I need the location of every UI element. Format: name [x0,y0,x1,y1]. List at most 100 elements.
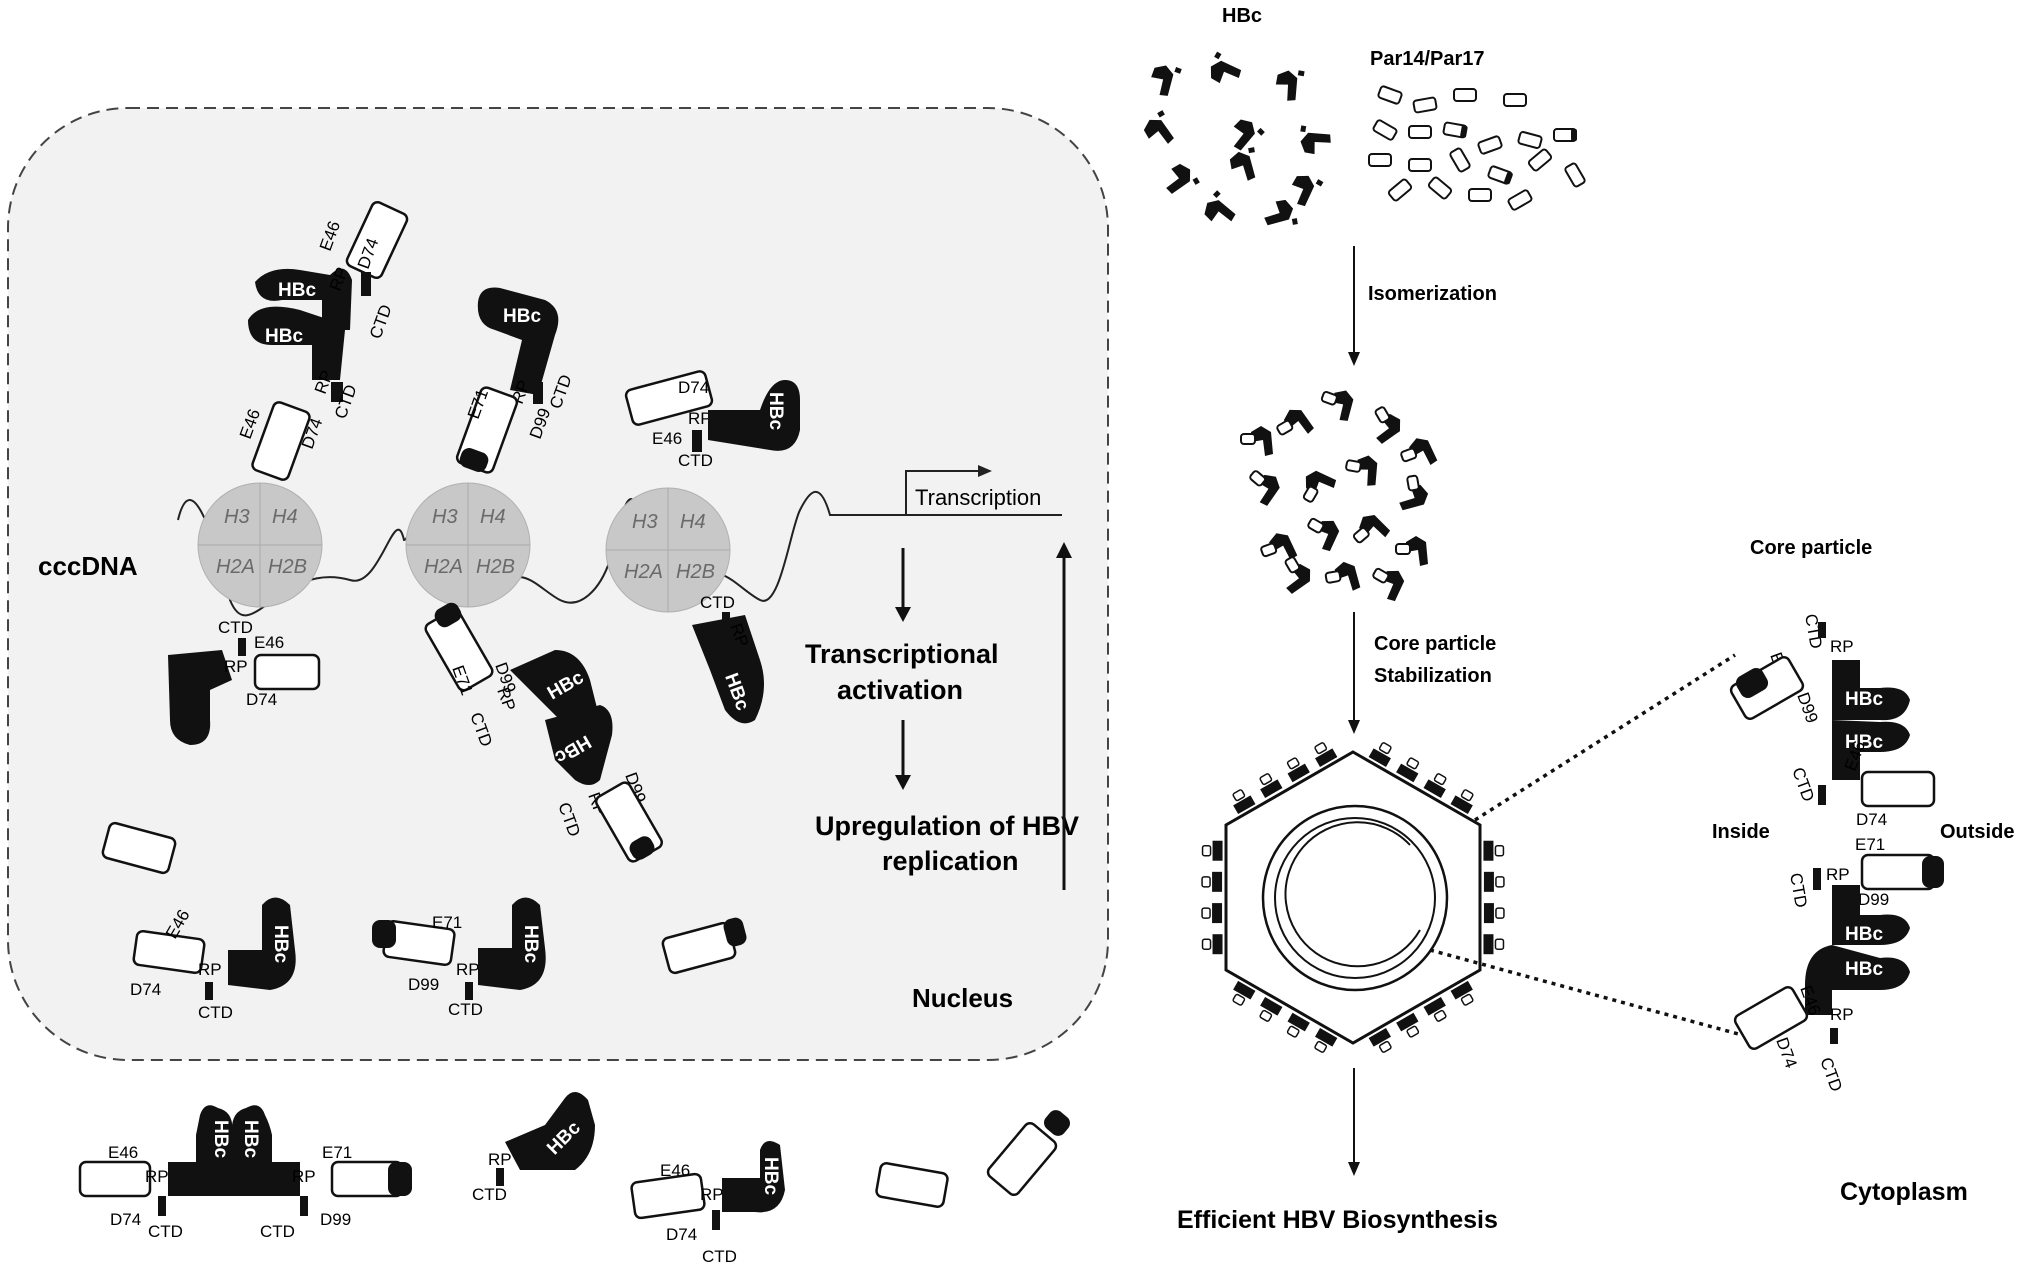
par-pool-label: Par14/Par17 [1370,48,1485,70]
histone-h2a: H2A [624,561,663,583]
capsid-subunit-glyph [1483,903,1505,924]
hbc-monomer-glyph [1229,147,1256,181]
par-glyph [1517,131,1543,149]
capsid-subunit-glyph [1201,903,1223,924]
hbc-monomer [248,306,345,380]
nucleosome-1: H3 H4 H2A H2B [197,482,323,608]
hbc-label: HBc [278,280,316,301]
capsid-subunit-glyph [1232,980,1256,1006]
zoom-line-top [1474,653,1736,822]
par-glyph [1449,147,1471,173]
isomerized-complex-glyph [1374,406,1401,444]
cccdna-label: cccDNA [38,551,138,581]
svg-text:D99: D99 [408,975,439,994]
core-particle-label: Core particle [1750,537,1872,559]
cytoplasm-free-hbc: HBc RP CTD [472,1091,595,1204]
par-glyph [1372,119,1398,141]
par-glyph [1487,165,1513,185]
svg-text:D99: D99 [320,1210,351,1229]
capsid-subunit-glyph [1423,773,1447,798]
svg-text:CTD: CTD [198,1003,233,1022]
svg-text:HBc: HBc [520,925,541,963]
par-glyph [1527,148,1553,172]
svg-text:D74: D74 [666,1225,697,1244]
svg-text:E46: E46 [660,1161,690,1180]
histone-h2a: H2A [216,556,255,578]
isomerized-complex-glyph [1276,409,1314,436]
nucleus-compartment [7,107,1109,1061]
genome-circle [1261,804,1449,992]
svg-text:CTD: CTD [448,1000,483,1019]
capsid-subunit-glyph [1396,757,1420,783]
core-stab-label-2: Stabilization [1374,665,1492,687]
par-glyph [1564,162,1586,188]
hbc-monomer-glyph [1210,51,1242,84]
svg-text:RP: RP [198,960,222,979]
svg-text:RP: RP [1826,865,1850,884]
svg-text:RP: RP [488,1150,512,1169]
isomerized-complex-glyph [1352,515,1391,544]
capsid-subunit-glyph [1259,773,1283,798]
par-glyph [1442,121,1468,139]
isomerized-complex-glyph [1302,470,1337,503]
svg-text:RP: RP [145,1167,169,1186]
hbc-monomer-glyph [1166,163,1200,194]
core-detail-lower: E71 CTD RP D99 HBc HBc E46 RP D74 CTD [1733,835,1944,1094]
par-glyph [1503,93,1527,107]
svg-text:D99: D99 [1858,890,1889,909]
svg-text:CTD: CTD [472,1185,507,1204]
svg-text:HBc: HBc [240,1120,261,1158]
histone-h3: H3 [632,511,658,533]
isomerization-label: Isomerization [1368,283,1497,305]
par-glyph [1477,135,1503,155]
hbc-monomer [168,650,232,745]
svg-text:CTD: CTD [700,593,735,612]
svg-text:RP: RP [292,1167,316,1186]
par-glyph [1377,85,1403,105]
par-box [345,200,409,280]
svg-text:CTD: CTD [260,1222,295,1241]
svg-text:E46: E46 [652,429,682,448]
svg-text:HBc: HBc [270,925,291,963]
svg-text:HBc: HBc [1845,732,1883,753]
hbc-monomer-glyph [1264,199,1298,226]
capsid-subunit-glyph [1314,742,1338,767]
upregulation-label-2: replication [882,846,1019,876]
cytoplasm-free-par14 [875,1162,949,1208]
hbc-monomer-glyph [1204,190,1236,222]
complex-nuc1-top: E46 HBc RP D74 CTD HBc RP CTD E46 D74 [236,200,409,481]
svg-text:E71: E71 [432,913,462,932]
cytoplasm-label: Cytoplasm [1840,1178,1968,1206]
isomerized-complex-glyph [1307,517,1340,552]
svg-text:CTD: CTD [678,451,713,470]
capsid-subunit-glyph [1201,871,1223,892]
inside-label: Inside [1712,821,1770,843]
nucleosome-2: H3 H4 H2A H2B [405,482,531,608]
svg-text:RP: RP [1830,637,1854,656]
svg-text:HBc: HBc [1845,924,1883,945]
par-box [624,370,714,426]
capsid-subunit-glyph [1423,997,1447,1022]
svg-text:RP: RP [224,657,248,676]
isomerized-complex-glyph [1372,567,1405,602]
hbc-pool-label: HBc [1222,5,1262,27]
tx-activation-label-2: activation [837,675,963,705]
svg-text:RP: RP [1830,1005,1854,1024]
svg-text:E71: E71 [322,1143,352,1162]
genome-inner [1274,817,1436,979]
hbc-monomer-glyph [1300,125,1331,155]
svg-text:CTD: CTD [218,618,253,637]
capsid-subunit-glyph [1396,1012,1420,1038]
histone-h4: H4 [272,506,298,528]
free-par17 [661,917,747,975]
par-glyph [1453,88,1477,102]
hbc-monomer [477,287,559,395]
svg-text:E46: E46 [108,1143,138,1162]
cytoplasm-free-par17 [986,1110,1070,1197]
capsid-subunit-glyph [1483,840,1505,861]
capsid-subunit-glyph [1450,789,1474,815]
svg-text:HBc: HBc [1845,689,1883,710]
svg-text:HBc: HBc [210,1120,231,1158]
svg-text:CTD: CTD [148,1222,183,1241]
par-glyph [1408,125,1432,139]
